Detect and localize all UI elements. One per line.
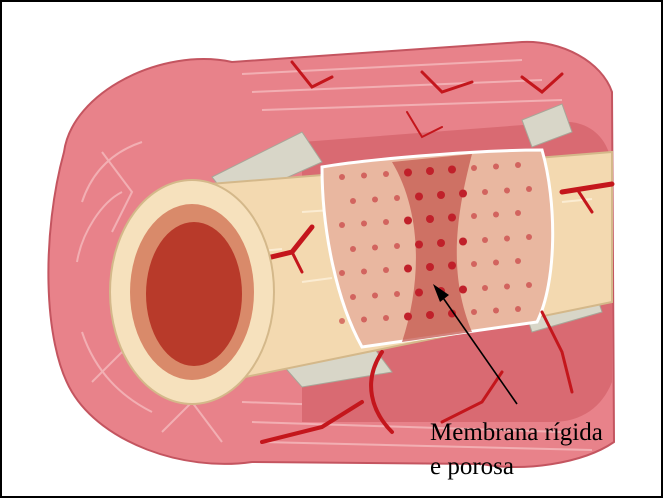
membrane-pore [515, 306, 521, 312]
membrane-pore [339, 318, 345, 324]
membrane-pore [504, 236, 510, 242]
membrane-pore [361, 269, 367, 275]
membrane-pore [515, 210, 521, 216]
membrane-pore [372, 245, 378, 251]
membrane-pore [493, 164, 499, 170]
membrane-pore [526, 282, 532, 288]
membrane-pore [515, 162, 521, 168]
membrane-pore [426, 311, 434, 319]
membrane-pore [448, 214, 456, 222]
membrane-pore [383, 315, 389, 321]
membrane-pore [339, 270, 345, 276]
membrane-pore [471, 261, 477, 267]
membrane-pore [437, 191, 445, 199]
membrane-pore [515, 258, 521, 264]
membrane-pore [394, 291, 400, 297]
membrane-pore [448, 262, 456, 270]
membrane-pore [482, 285, 488, 291]
membrane-pore [394, 243, 400, 249]
membrane-pore [372, 293, 378, 299]
annotation-label-line2: e porosa [430, 452, 514, 482]
membrane-pore [404, 313, 412, 321]
membrane-pore [448, 166, 456, 174]
membrane-pore [459, 286, 467, 294]
membrane-pore [493, 260, 499, 266]
membrane-pore [383, 267, 389, 273]
membrane-pore [482, 237, 488, 243]
membrane-pore [394, 195, 400, 201]
membrane-pore [350, 246, 356, 252]
membrane-pore [339, 174, 345, 180]
membrane-pore [404, 265, 412, 273]
membrane-pore [504, 188, 510, 194]
membrane-pore [361, 317, 367, 323]
membrane-pore [504, 284, 510, 290]
membrane-pore [339, 222, 345, 228]
membrane-pore [471, 165, 477, 171]
membrane-pore [471, 309, 477, 315]
membrane-pore [415, 193, 423, 201]
membrane-pore [493, 308, 499, 314]
membrane-pore [471, 213, 477, 219]
membrane-pore [361, 173, 367, 179]
marrow-cavity [146, 222, 242, 366]
membrane-pore [350, 198, 356, 204]
membrane-pore [350, 294, 356, 300]
membrane-pore [482, 189, 488, 195]
membrane-pore [404, 169, 412, 177]
membrane-pore [372, 197, 378, 203]
membrane-pore [415, 241, 423, 249]
membrane-pore [459, 190, 467, 198]
membrane-pore [415, 289, 423, 297]
membrane-pore [526, 234, 532, 240]
membrane-pore [426, 215, 434, 223]
membrane-pore [383, 219, 389, 225]
membrane-pore [459, 238, 467, 246]
membrane-pore [493, 212, 499, 218]
membrane-pore [426, 263, 434, 271]
membrane-pore [361, 221, 367, 227]
annotation-label-line1: Membrana rígida [430, 418, 603, 448]
membrane-pore [426, 167, 434, 175]
membrane-pore [383, 171, 389, 177]
membrane-pore [404, 217, 412, 225]
membrane-pore [437, 239, 445, 247]
membrane-pore [526, 186, 532, 192]
